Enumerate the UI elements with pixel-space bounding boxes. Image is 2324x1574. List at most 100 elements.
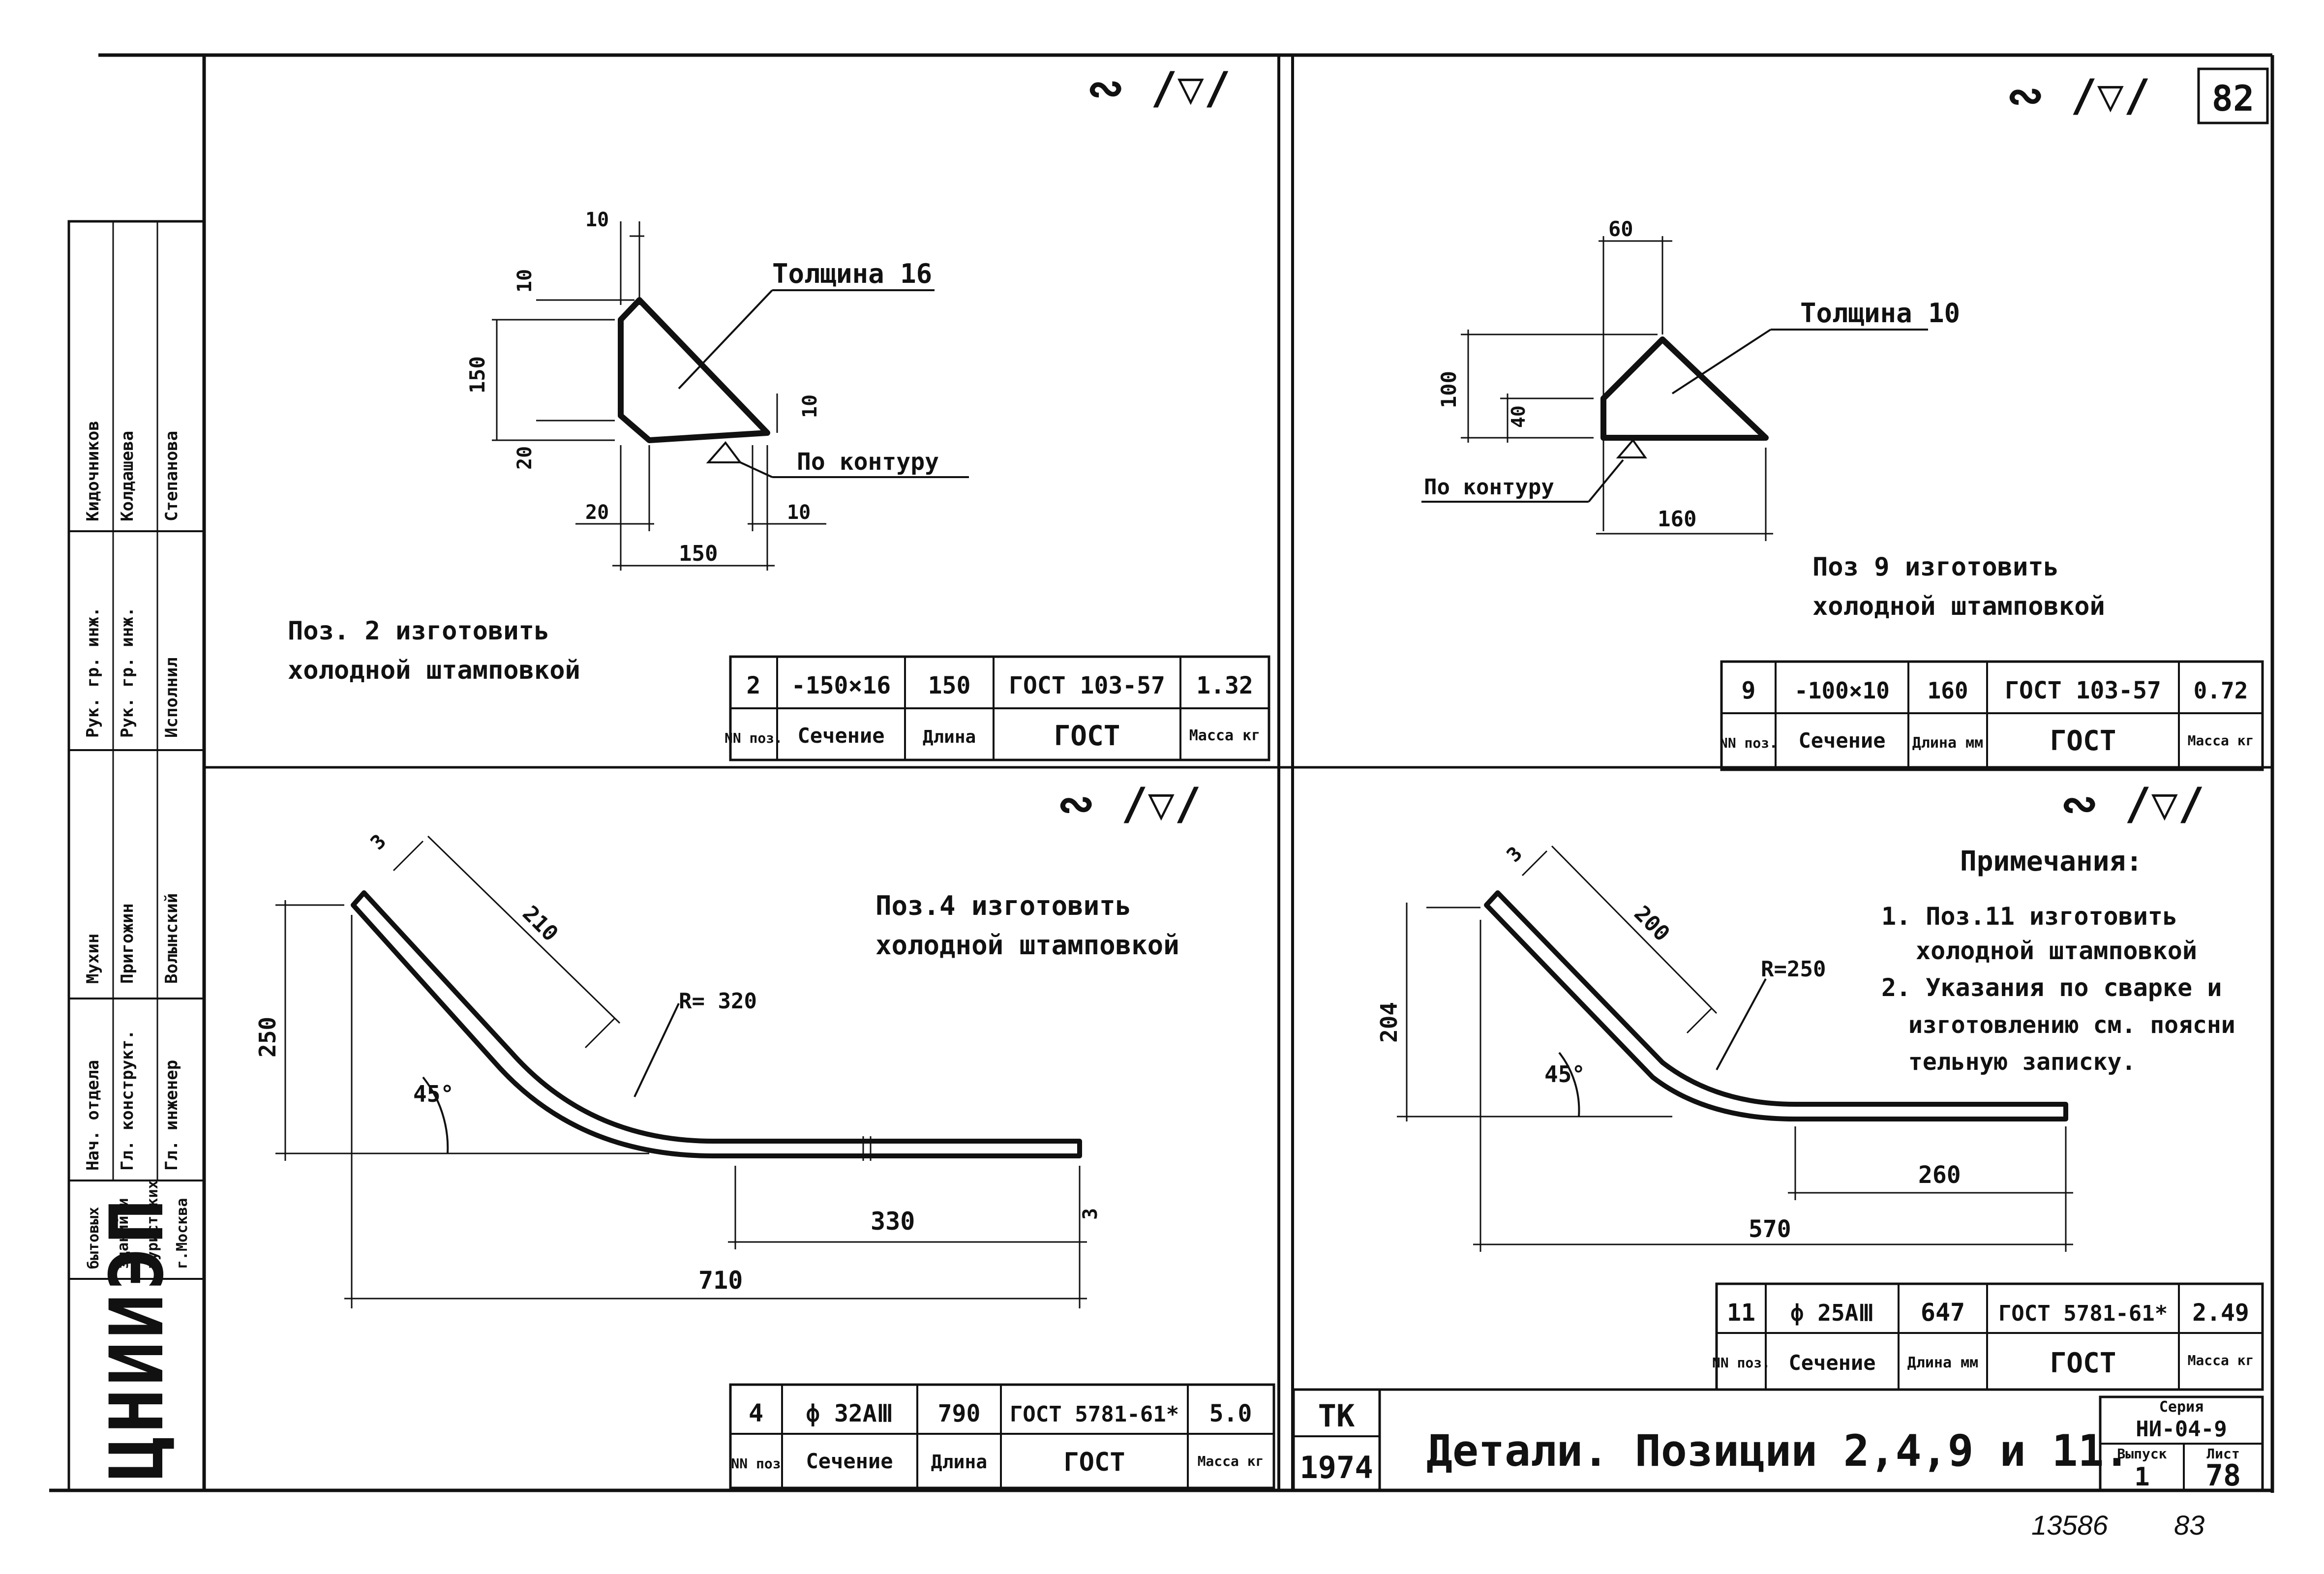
notes-title: Примечания: — [1960, 846, 2143, 878]
pos2-dim-height: 150 — [465, 356, 489, 394]
pos2-note-2: холодной штамповкой — [288, 656, 580, 685]
pos9-dim-small: 40 — [1508, 405, 1529, 428]
issue-label: Выпуск — [2117, 1446, 2167, 1462]
pos11-cell-length: 647 — [1921, 1298, 1965, 1327]
pos11-head-gost: ГОСТ — [2050, 1347, 2116, 1379]
name-8: Степанова — [162, 431, 181, 521]
pos11-weld-mark: 3 — [1503, 843, 1527, 867]
sheet-mark-box: 82 — [2197, 67, 2269, 124]
pos2-contour: По контуру — [797, 448, 939, 476]
institute-logo: ЦНИИЭП — [94, 1196, 180, 1481]
pos4-dim-height: 250 — [254, 1017, 281, 1058]
pos11-spec-table: 11 ф 25АⅢ 647 ГОСТ 5781-61* 2.49 NN поз.… — [1712, 1282, 2264, 1391]
pos4-dim-total: 710 — [698, 1266, 743, 1295]
pos9-note-2: холодной штамповкой — [1812, 592, 2105, 621]
note-1-cont: холодной штамповкой — [1916, 937, 2197, 965]
roughness-symbol-3: ∾ /▽/ — [1057, 778, 1201, 830]
note-2: 2. Указания по сварке и — [1881, 973, 2222, 1002]
pos9-cell-gost: ГОСТ 103-57 — [2005, 677, 2161, 704]
pos9-cell-mass: 0.72 — [2194, 677, 2248, 704]
role-6: Рук. гр. инж. — [83, 607, 103, 738]
role-1: Нач. отдела — [83, 1060, 103, 1171]
pos11-dim-total: 570 — [1749, 1215, 1791, 1243]
pos9-dim-width: 160 — [1658, 507, 1696, 532]
pos2-dim-bottom: 20 — [513, 446, 536, 470]
role-3: Гл. инженер — [162, 1060, 181, 1171]
pos11-angle: 45° — [1544, 1061, 1585, 1088]
pos11-head-length: Длина мм — [1907, 1354, 1979, 1371]
pos9-note-1: Поз 9 изготовить — [1812, 552, 2059, 582]
org-line-2: зданий и — [115, 1198, 132, 1270]
note-1: 1. Поз.11 изготовить — [1881, 902, 2177, 931]
pos9-cell-length: 160 — [1927, 677, 1968, 704]
sheet-title: Детали. Позиции 2,4,9 и 11. — [1426, 1425, 2130, 1476]
pos2-spec-table: 2 -150×16 150 ГОСТ 103-57 1.32 NN поз. С… — [724, 655, 1270, 761]
series-code: НИ-04-9 — [2136, 1417, 2227, 1442]
pos2-head-pos: NN поз. — [724, 730, 783, 746]
role-2: Гл. конструкт. — [118, 1029, 137, 1171]
notes-block: Примечания: 1. Поз.11 изготовить холодно… — [1881, 846, 2235, 1076]
name-2: Пригожин — [118, 903, 137, 984]
pos11-cell-gost: ГОСТ 5781-61* — [1998, 1301, 2168, 1326]
pos11-radius: R=250 — [1761, 957, 1826, 982]
pos4-head-gost: ГОСТ — [1063, 1448, 1125, 1477]
pos9-drawing: Толщина 10 По контуру 60 100 40 160 — [1421, 217, 1960, 541]
title-block: ТК 1974 Детали. Позиции 2,4,9 и 11. Сери… — [1292, 1388, 2264, 1493]
name-1: Мухин — [83, 934, 103, 984]
page-number: 83 — [2174, 1510, 2204, 1541]
pos11-dim-straight: 200 — [1629, 901, 1674, 946]
pos2-dim-right-bottom: 10 — [787, 501, 811, 524]
org-line-4: г.Москва — [174, 1198, 191, 1270]
pos4-radius: R= 320 — [679, 989, 757, 1014]
pos4-head-length: Длина — [931, 1451, 987, 1473]
sheet-number: 78 — [2205, 1458, 2241, 1493]
pos4-dim-tail: 330 — [871, 1207, 915, 1236]
pos9-head-length: Длина мм — [1912, 734, 1984, 752]
pos2-cell-pos: 2 — [747, 672, 761, 699]
series-label: Серия — [2159, 1398, 2203, 1416]
pos2-head-length: Длина — [923, 727, 976, 747]
pos4-weld-mark-2: 3 — [1079, 1208, 1102, 1220]
org-line-1: бытовых — [85, 1207, 102, 1269]
pos2-head-section: Сечение — [797, 724, 884, 748]
roughness-symbol-2: ∾ /▽/ — [2007, 70, 2150, 121]
pos11-drawing: 204 45° 200 R=250 3 260 570 — [1376, 843, 2073, 1252]
pos4-head-pos: NN поз — [731, 1455, 781, 1472]
name-3: Волынский — [162, 893, 181, 984]
pos4-dim-straight: 210 — [517, 901, 563, 946]
title-year: 1974 — [1299, 1450, 1373, 1485]
pos4-head-section: Сечение — [806, 1449, 893, 1473]
pos4-cell-length: 790 — [938, 1400, 981, 1427]
sheet-label: Лист — [2206, 1446, 2239, 1462]
pos11-head-section: Сечение — [1788, 1351, 1875, 1375]
pos11-dim-height: 204 — [1376, 1002, 1402, 1043]
note-2-end: тельную записку. — [1908, 1048, 2136, 1076]
pos11-dim-tail: 260 — [1918, 1161, 1961, 1189]
pos11-cell-mass: 2.49 — [2192, 1299, 2249, 1327]
pos9-thickness: Толщина 10 — [1800, 298, 1960, 329]
pos2-dim-width: 150 — [679, 541, 718, 566]
pos4-note-2: холодной штамповкой — [875, 930, 1179, 961]
pos2-cell-section: -150×16 — [791, 672, 891, 699]
pos2-dim-side: 10 — [513, 269, 536, 293]
pos4-angle: 45° — [413, 1081, 454, 1107]
pos2-dim-right: 10 — [799, 394, 821, 418]
sheet-mark: 82 — [2212, 78, 2255, 119]
approval-stamp: Нач. отдела Гл. конструкт. Гл. инженер Р… — [67, 220, 206, 1492]
pos4-cell-gost: ГОСТ 5781-61* — [1010, 1402, 1179, 1427]
archive-number: 13586 — [2031, 1510, 2109, 1541]
roughness-symbol-1: ∾ /▽/ — [1087, 62, 1231, 114]
pos9-dim-top: 60 — [1608, 217, 1633, 241]
name-7: Колдашева — [118, 431, 137, 521]
pos11-cell-pos: 11 — [1727, 1299, 1755, 1327]
pos2-cell-length: 150 — [928, 672, 971, 699]
pos2-dim-top: 10 — [585, 209, 609, 231]
pos9-contour: По контуру — [1424, 475, 1554, 500]
pos2-drawing: Толщина 16 По контуру 10 10 150 20 10 20… — [465, 209, 969, 571]
pos4-spec-table: 4 ф 32АⅢ 790 ГОСТ 5781-61* 5.0 NN поз Се… — [729, 1383, 1275, 1489]
sheet-frame — [49, 53, 2274, 1493]
pos2-head-gost: ГОСТ — [1054, 720, 1120, 752]
pos4-cell-mass: 5.0 — [1209, 1400, 1252, 1427]
pos2-head-mass: Масса кг — [1189, 727, 1261, 744]
